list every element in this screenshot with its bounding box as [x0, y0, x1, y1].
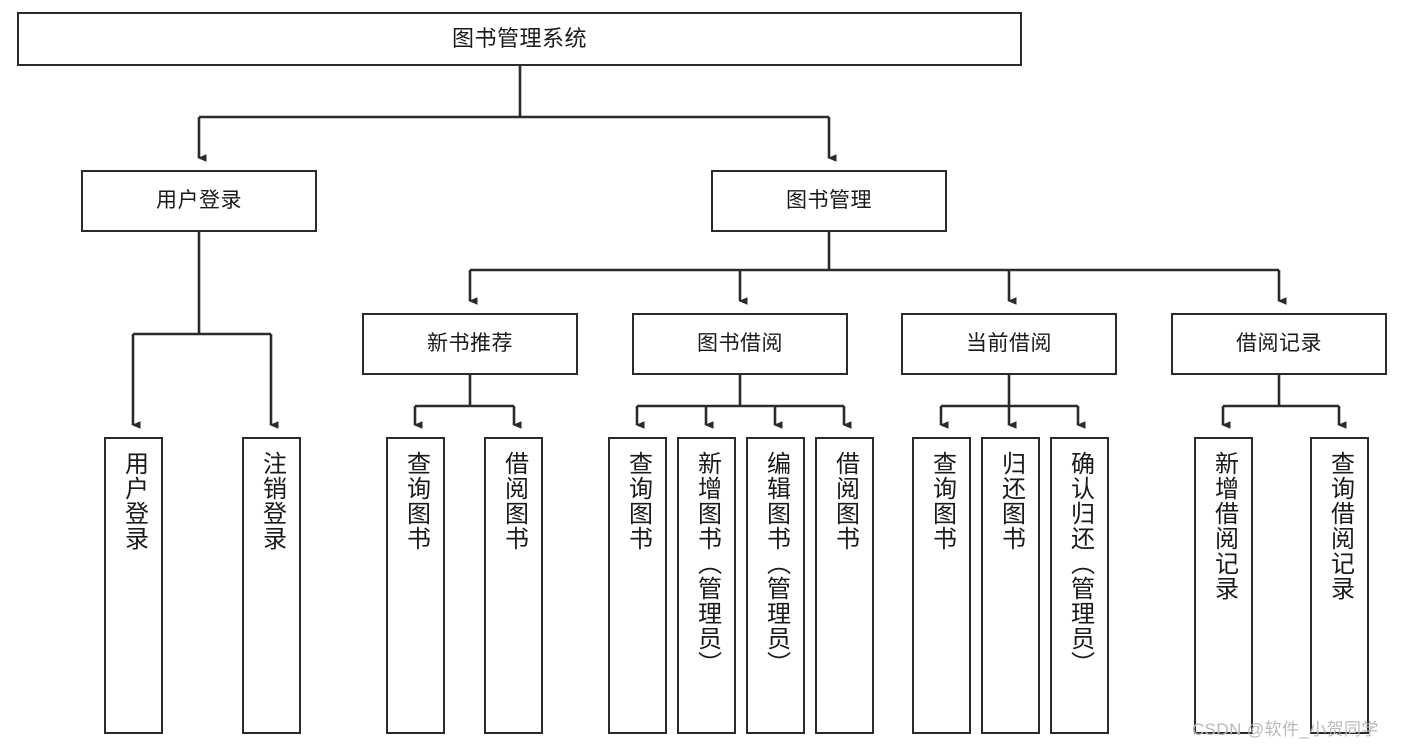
node-leaf-add-book-admin[interactable]: 新增图书（管理员）	[677, 437, 736, 734]
node-label: 确认归还（管理员）	[1066, 451, 1094, 676]
node-label: 查询图书	[402, 451, 430, 551]
node-leaf-logout[interactable]: 注销登录	[242, 437, 301, 734]
node-user-login[interactable]: 用户登录	[81, 170, 317, 232]
node-leaf-query-book-current[interactable]: 查询图书	[912, 437, 971, 734]
node-label: 用户登录	[156, 188, 242, 212]
node-label: 用户登录	[120, 451, 148, 551]
node-leaf-query-book-borrow[interactable]: 查询图书	[608, 437, 667, 734]
node-label: 新增借阅记录	[1210, 451, 1238, 601]
node-book-borrow[interactable]: 图书借阅	[632, 313, 848, 375]
node-leaf-borrow-book-recommend[interactable]: 借阅图书	[484, 437, 543, 734]
node-label: 查询借阅记录	[1326, 451, 1354, 601]
node-label: 图书借阅	[697, 331, 783, 355]
node-label: 新增图书（管理员）	[693, 451, 721, 676]
node-leaf-confirm-return-admin[interactable]: 确认归还（管理员）	[1050, 437, 1109, 734]
node-label: 归还图书	[997, 451, 1025, 551]
node-label: 查询图书	[624, 451, 652, 551]
node-leaf-edit-book-admin[interactable]: 编辑图书（管理员）	[746, 437, 805, 734]
node-borrow-record[interactable]: 借阅记录	[1171, 313, 1387, 375]
node-label: 借阅记录	[1236, 331, 1322, 355]
node-leaf-borrow-book[interactable]: 借阅图书	[815, 437, 874, 734]
node-label: 注销登录	[258, 451, 286, 551]
node-leaf-return-book[interactable]: 归还图书	[981, 437, 1040, 734]
node-root-system[interactable]: 图书管理系统	[17, 12, 1022, 66]
node-label: 图书管理系统	[451, 26, 587, 52]
node-leaf-query-borrow-record[interactable]: 查询借阅记录	[1310, 437, 1369, 734]
node-label: 新书推荐	[427, 331, 513, 355]
node-label: 查询图书	[928, 451, 956, 551]
csdn-watermark: CSDN @软件_小贺同学	[1192, 720, 1379, 739]
node-book-management[interactable]: 图书管理	[711, 170, 947, 232]
node-leaf-user-login[interactable]: 用户登录	[104, 437, 163, 734]
node-leaf-add-borrow-record[interactable]: 新增借阅记录	[1194, 437, 1253, 734]
node-label: 借阅图书	[500, 451, 528, 551]
node-new-book-recommend[interactable]: 新书推荐	[362, 313, 578, 375]
node-leaf-query-book-recommend[interactable]: 查询图书	[386, 437, 445, 734]
node-label: 编辑图书（管理员）	[762, 451, 790, 676]
node-label: 借阅图书	[831, 451, 859, 551]
node-current-borrow[interactable]: 当前借阅	[901, 313, 1117, 375]
node-label: 图书管理	[786, 188, 872, 212]
node-label: 当前借阅	[966, 331, 1052, 355]
